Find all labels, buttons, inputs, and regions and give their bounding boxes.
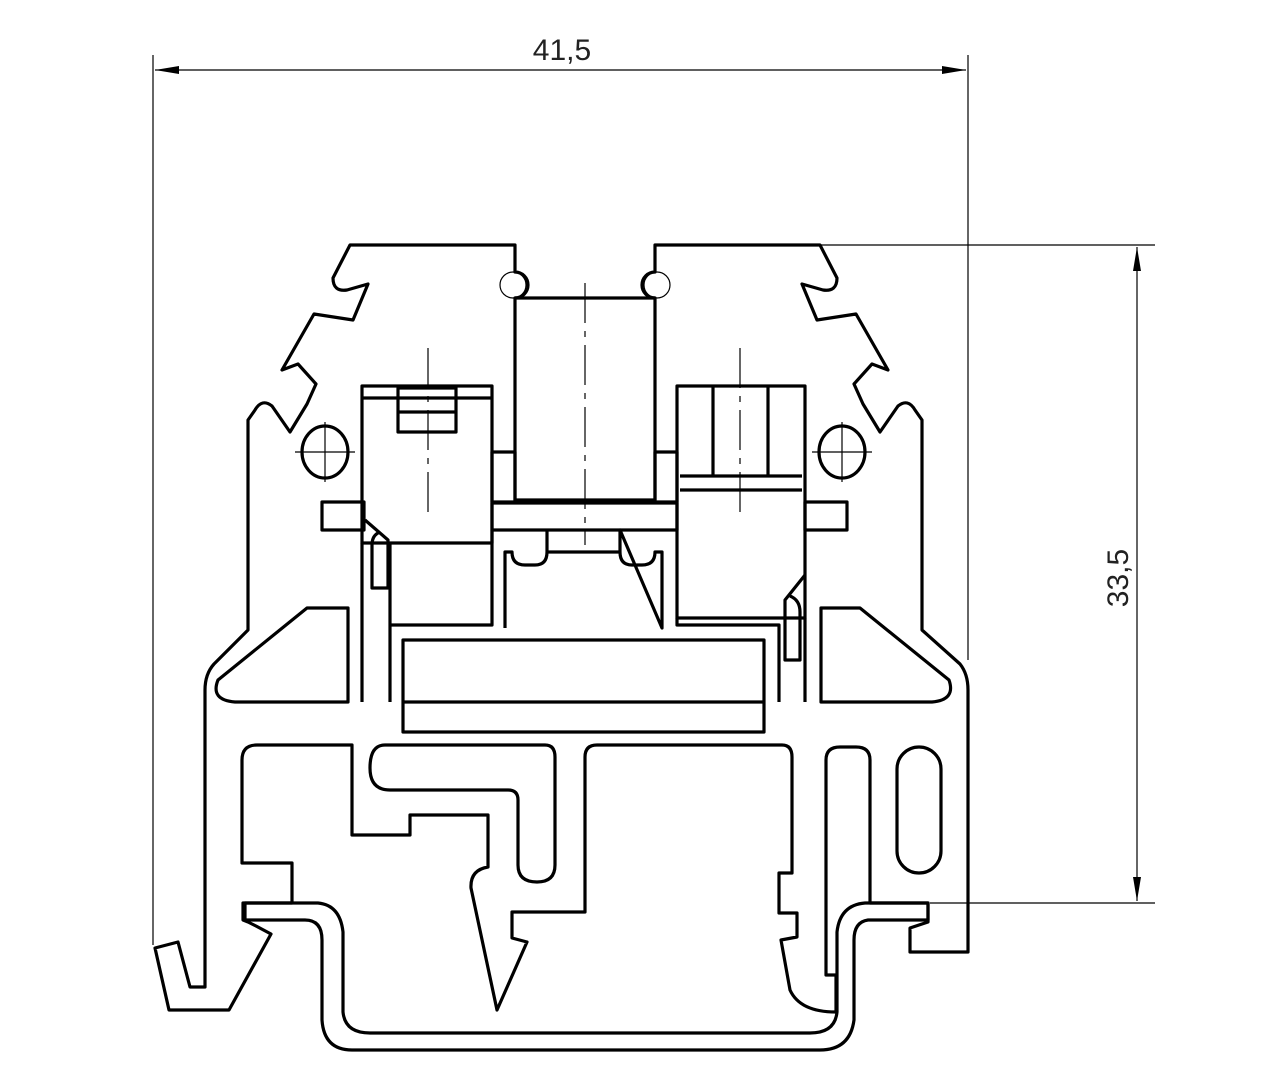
width-dimension-label: 41,5	[533, 34, 591, 67]
right-pivot-circle	[643, 271, 671, 299]
right-inner-wall	[675, 618, 781, 702]
height-dimension-label: 33,5	[1102, 549, 1135, 607]
width-dimension: 41,5	[152, 34, 969, 945]
housing-outline	[153, 243, 970, 1014]
j-slot	[368, 743, 557, 884]
oval-slot	[895, 745, 943, 875]
center-lower-box	[503, 528, 664, 630]
left-cavity	[214, 606, 350, 704]
din-rail	[243, 901, 930, 1052]
left-mounting-hole	[295, 422, 355, 482]
right-cavity	[819, 606, 953, 704]
marker-strip	[401, 638, 766, 734]
left-pivot-circle	[499, 271, 527, 299]
right-clamp	[653, 384, 849, 662]
left-clamp	[320, 384, 517, 590]
right-mounting-hole	[812, 422, 872, 482]
left-inner-wall	[390, 530, 494, 627]
